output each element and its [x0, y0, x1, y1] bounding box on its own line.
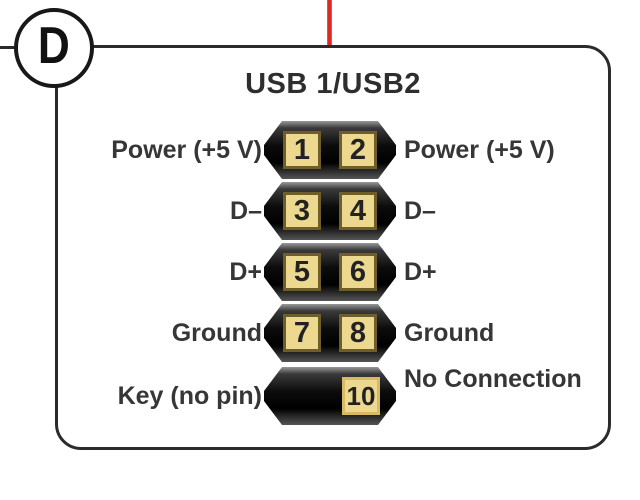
header-block-row-3: 5 6 — [264, 243, 396, 301]
pin-number: 10 — [346, 380, 376, 411]
pin-left-label: Power (+5 V) — [111, 136, 262, 164]
pin-left-label: Key (no pin) — [117, 382, 262, 410]
pin-right-label: D+ — [404, 258, 437, 286]
header-block-row-5: 10 — [264, 367, 396, 425]
pin-square-6: 6 — [339, 253, 377, 291]
pin-square-8: 8 — [339, 314, 377, 352]
pin-right-label: Ground — [404, 319, 495, 347]
left-leader-line — [0, 46, 22, 49]
pin-number: 8 — [349, 316, 367, 349]
pin-square-3: 3 — [283, 192, 321, 230]
pin-number: 6 — [349, 255, 367, 288]
header-block-row-1: 1 2 — [264, 121, 396, 179]
pin-square-1: 1 — [283, 131, 321, 169]
pin-number: 2 — [349, 133, 367, 166]
pin-square-7: 7 — [283, 314, 321, 352]
pin-number: 3 — [293, 194, 311, 227]
header-block-row-2: 3 4 — [264, 182, 396, 240]
pin-left-label: D+ — [229, 258, 262, 286]
pin-right-label: D– — [404, 197, 436, 225]
red-callout-line — [327, 0, 332, 48]
pin-number: 4 — [349, 194, 367, 227]
pin-number: 1 — [293, 133, 311, 166]
pin-square-2: 2 — [339, 131, 377, 169]
header-block-row-4: 7 8 — [264, 304, 396, 362]
pin-number: 7 — [293, 316, 311, 349]
pin-right-label: No Connection — [404, 365, 582, 393]
pin-left-label: D– — [230, 197, 262, 225]
figure-label-circle: D — [14, 8, 94, 88]
pin-square-5: 5 — [283, 253, 321, 291]
pin-right-label: Power (+5 V) — [404, 136, 555, 164]
figure-label: D — [38, 17, 70, 75]
pin-square-10: 10 — [342, 377, 380, 415]
pin-number: 5 — [293, 255, 311, 288]
pin-square-4: 4 — [339, 192, 377, 230]
pin-left-label: Ground — [171, 319, 262, 347]
diagram-title: USB 1/USB2 — [245, 68, 421, 100]
